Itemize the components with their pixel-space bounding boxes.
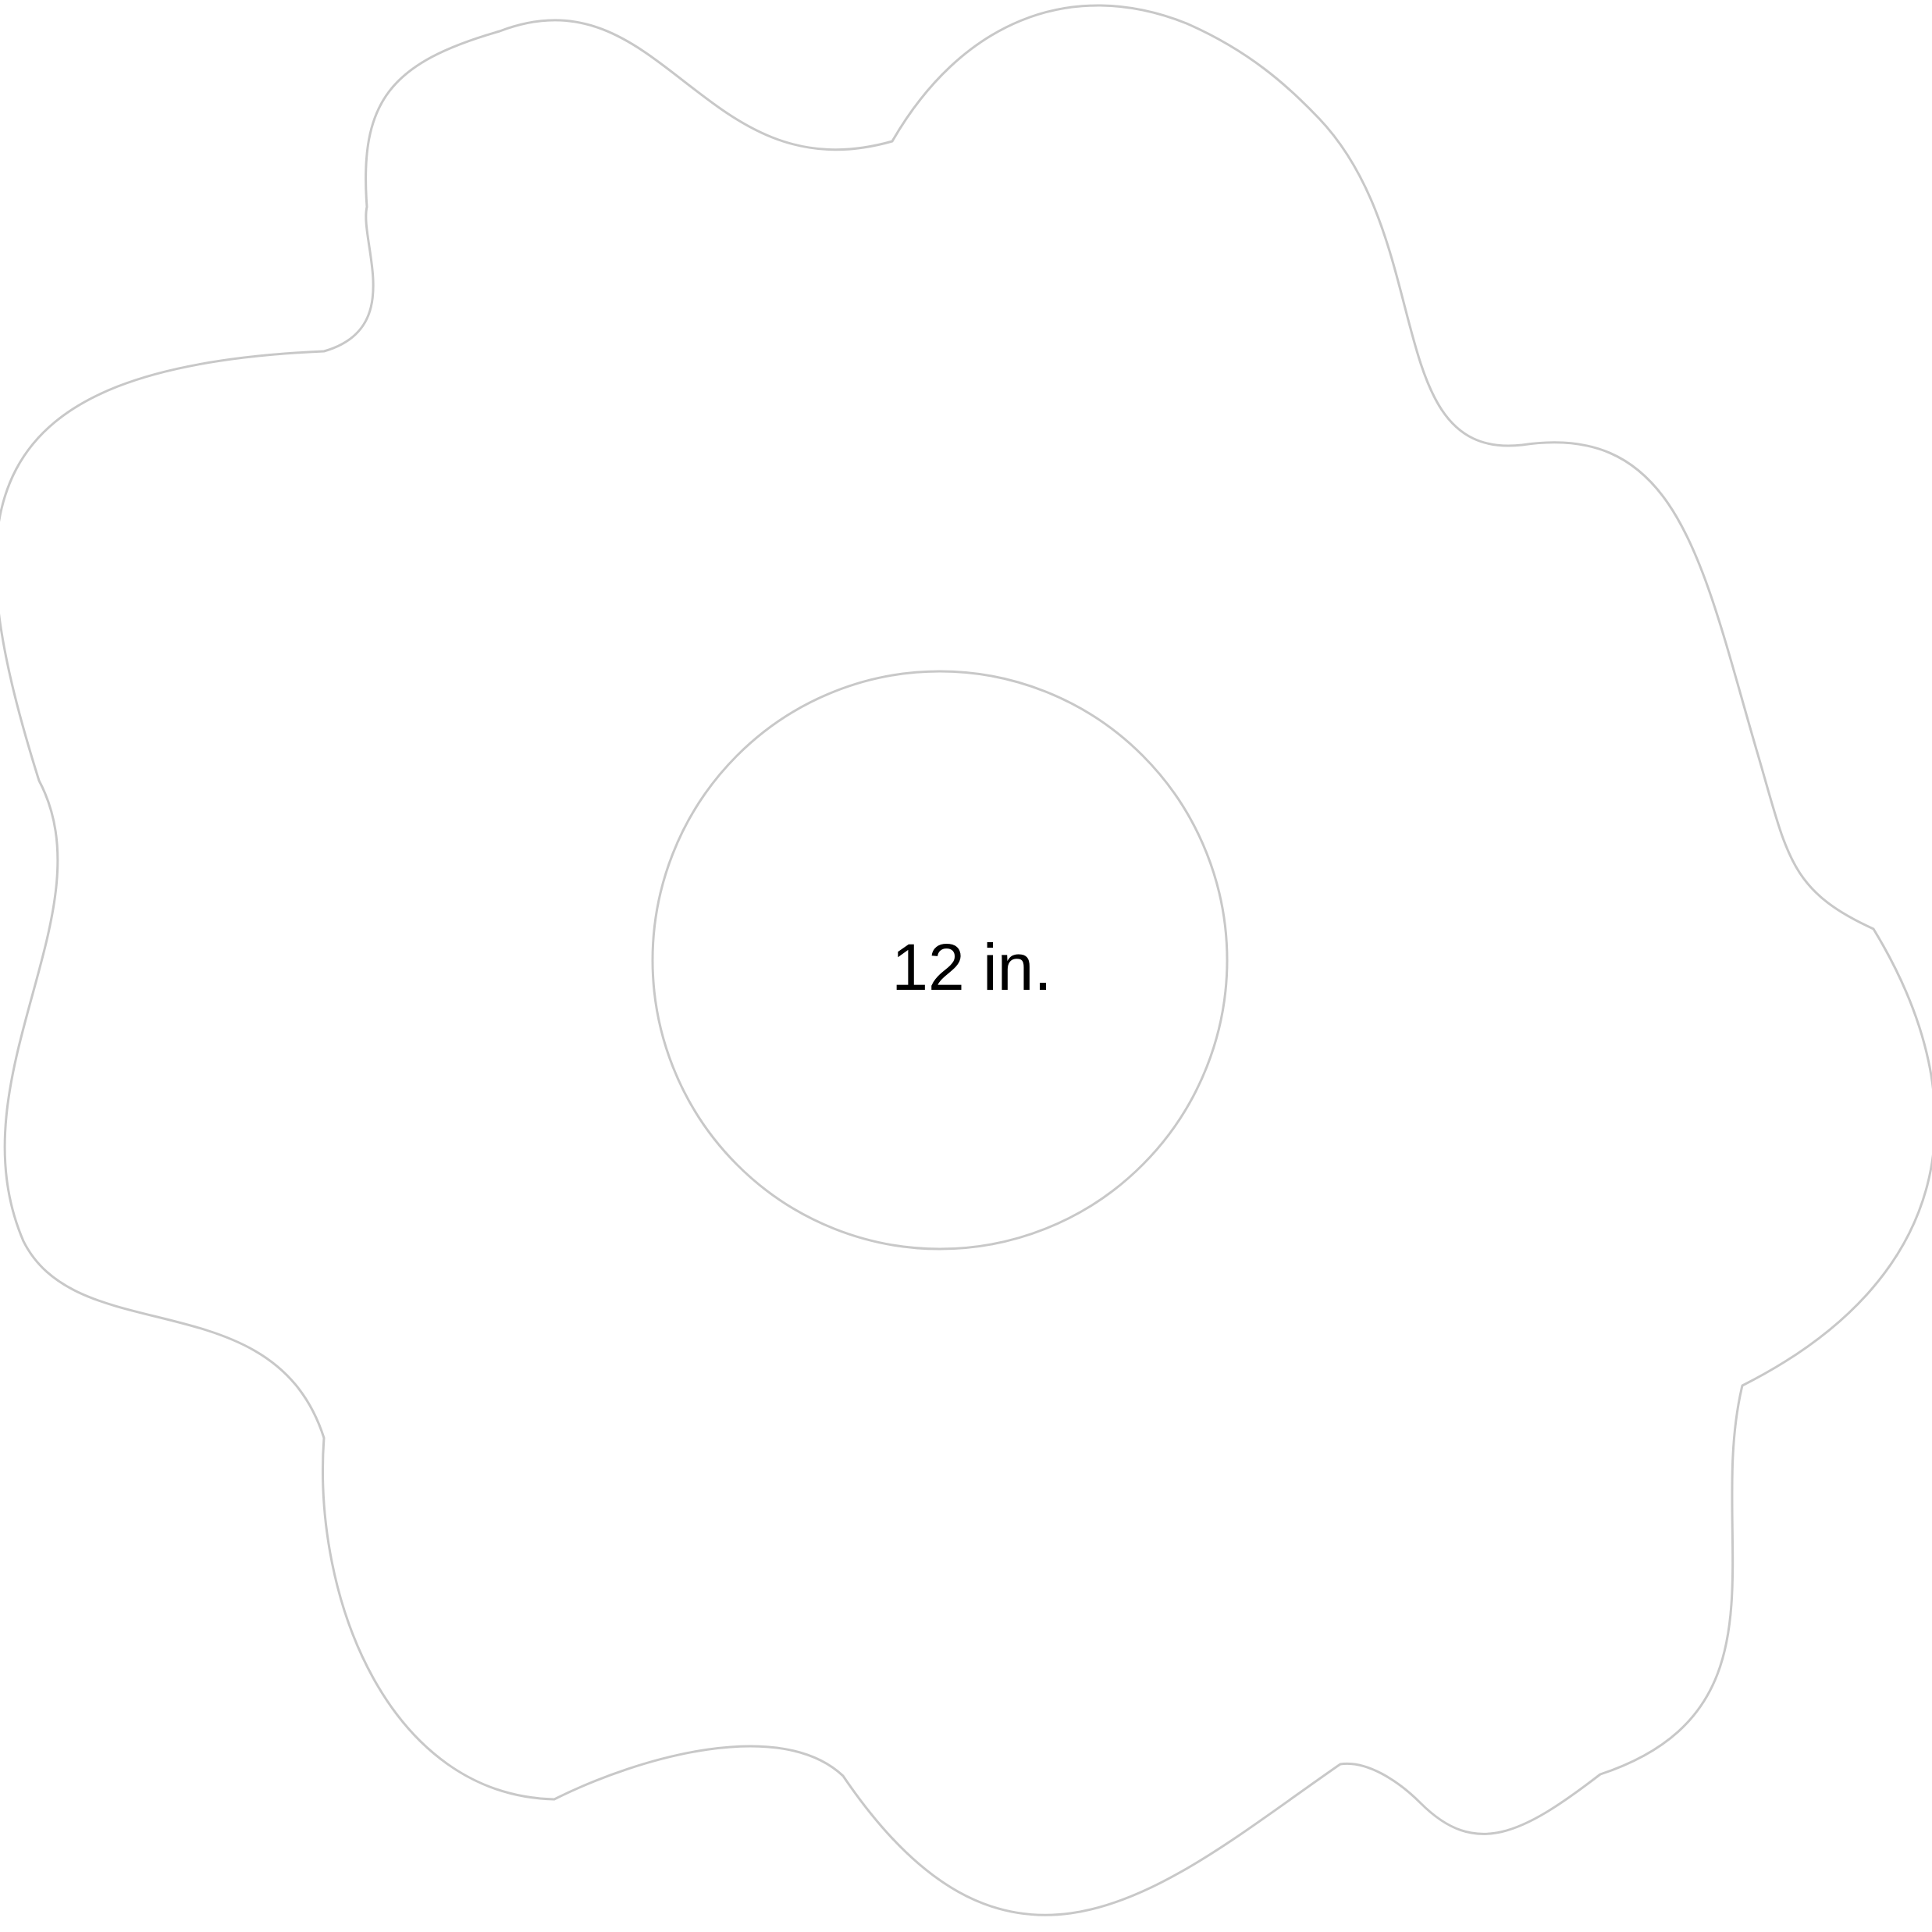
inner-circle-diameter-label: 12 in. [891, 930, 1052, 1004]
outer-wavy-outline [0, 4, 1932, 1916]
inner-circle [651, 670, 1229, 1251]
